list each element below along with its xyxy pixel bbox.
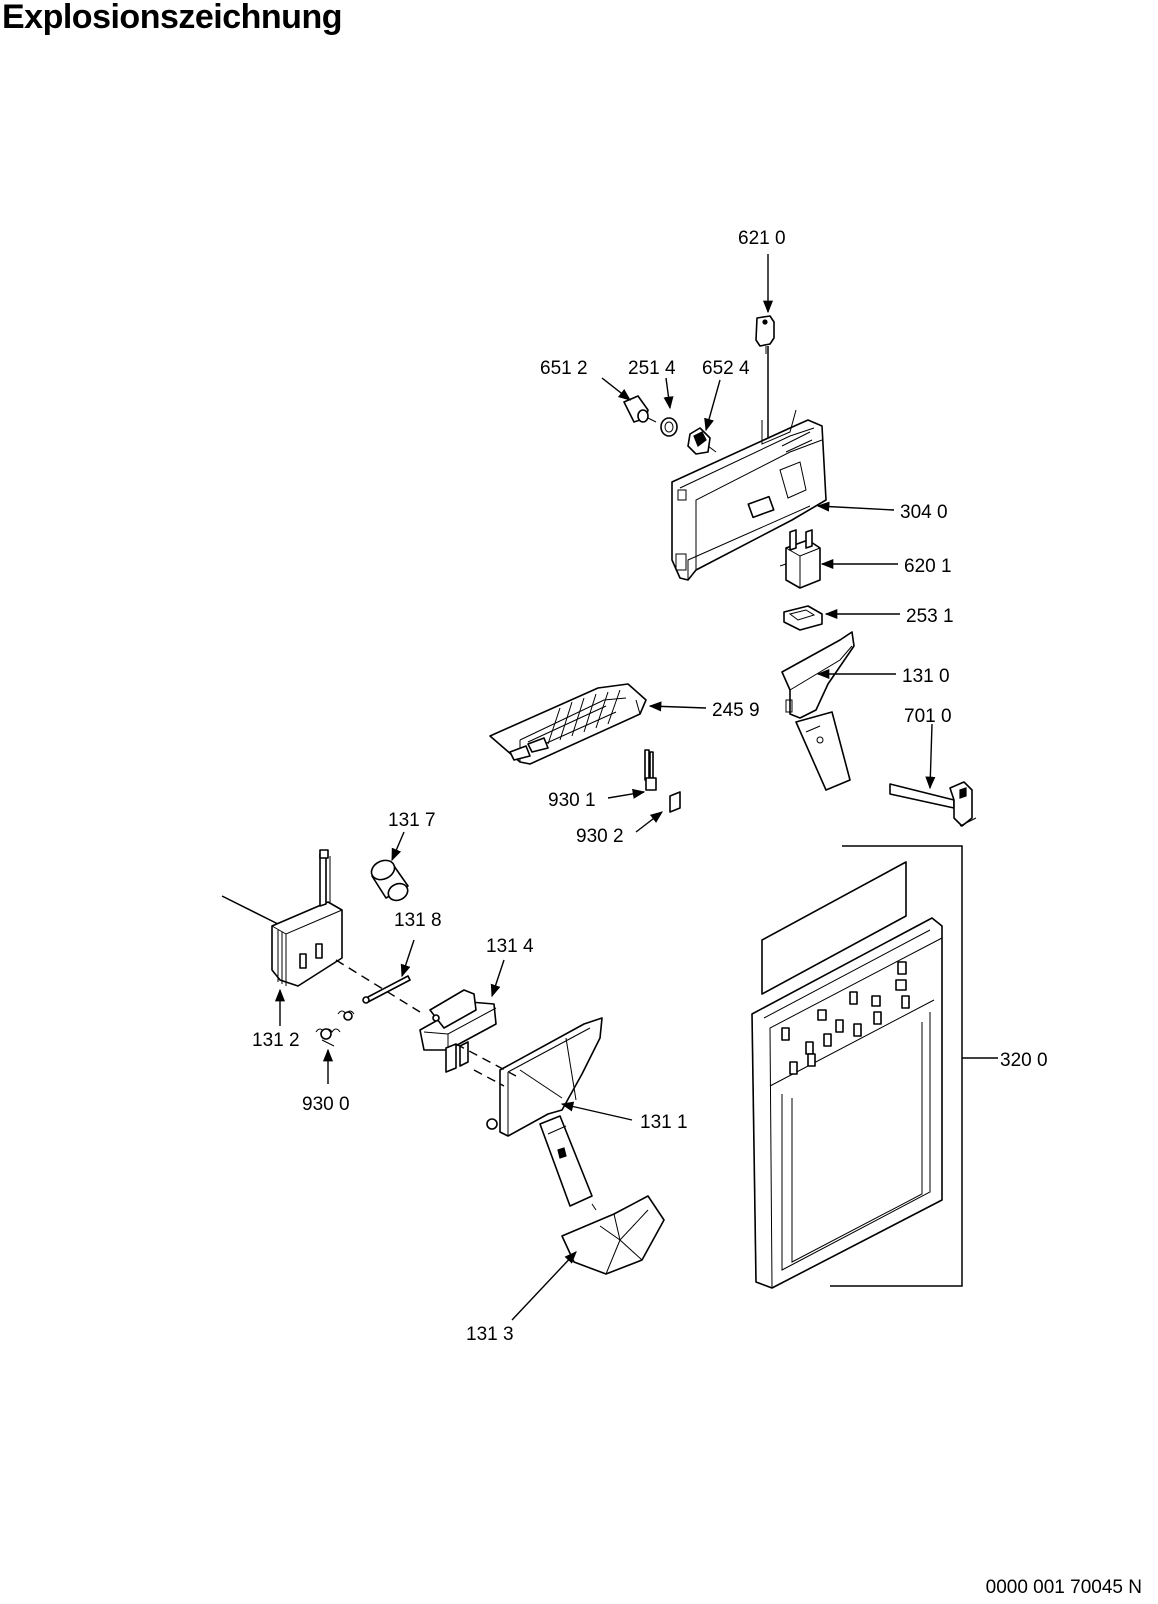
part-251-4-ring bbox=[660, 417, 678, 437]
callout-131-1: 131 1 bbox=[640, 1112, 688, 1133]
callout-131-2: 131 2 bbox=[252, 1030, 300, 1051]
part-701-0-rod bbox=[889, 781, 977, 827]
callout-620-1: 620 1 bbox=[904, 556, 952, 577]
part-131-7-roller bbox=[370, 859, 409, 902]
callout-251-4: 251 4 bbox=[628, 358, 676, 379]
panel-buttons bbox=[781, 961, 910, 1075]
part-131-3-chute bbox=[561, 1195, 665, 1275]
bracket-320-0 bbox=[830, 845, 963, 1287]
callout-245-9: 245 9 bbox=[712, 700, 760, 721]
part-930-1-clip bbox=[644, 749, 657, 791]
part-245-9-grille bbox=[489, 683, 647, 765]
part-131-1-lever bbox=[486, 1017, 603, 1207]
part-651-2-lamp bbox=[623, 395, 657, 423]
part-131-2-housing bbox=[221, 849, 343, 987]
callout-701-0: 701 0 bbox=[904, 706, 952, 727]
part-131-8-pin bbox=[362, 975, 411, 1004]
callout-131-3: 131 3 bbox=[466, 1324, 514, 1345]
leader-arrows bbox=[274, 254, 936, 1321]
drawing-number: 0000 001 70045 N bbox=[985, 1577, 1142, 1598]
part-930-0-spring bbox=[315, 1010, 355, 1047]
callout-652-4: 652 4 bbox=[702, 358, 750, 379]
part-652-4-socket bbox=[687, 427, 717, 455]
callout-930-2: 930 2 bbox=[576, 826, 624, 847]
callout-930-1: 930 1 bbox=[548, 790, 596, 811]
part-621-0-switch bbox=[755, 315, 775, 442]
callout-253-1: 253 1 bbox=[906, 606, 954, 627]
callout-651-2: 651 2 bbox=[540, 358, 588, 379]
part-930-2-clip bbox=[669, 791, 681, 813]
assembly-lines bbox=[335, 959, 517, 1087]
callout-131-8: 131 8 bbox=[394, 910, 442, 931]
part-304-0-housing bbox=[671, 409, 827, 581]
callout-labels: 621 0 651 2 251 4 652 4 304 0 620 1 253 … bbox=[252, 228, 1048, 1345]
callout-930-0: 930 0 bbox=[302, 1094, 350, 1115]
callout-131-0: 131 0 bbox=[902, 666, 950, 687]
part-620-1-relay bbox=[779, 529, 821, 589]
callout-131-4: 131 4 bbox=[486, 936, 534, 957]
callout-320-0: 320 0 bbox=[1000, 1050, 1048, 1071]
part-320-0-panel bbox=[751, 861, 943, 1289]
callout-304-0: 304 0 bbox=[900, 502, 948, 523]
part-253-1-frame bbox=[783, 605, 823, 631]
page-title: Explosionszeichnung bbox=[2, 0, 342, 36]
callout-131-7: 131 7 bbox=[388, 810, 436, 831]
part-131-4-hinge bbox=[419, 989, 497, 1073]
callout-621-0: 621 0 bbox=[738, 228, 786, 249]
part-131-0-lever bbox=[781, 631, 855, 791]
